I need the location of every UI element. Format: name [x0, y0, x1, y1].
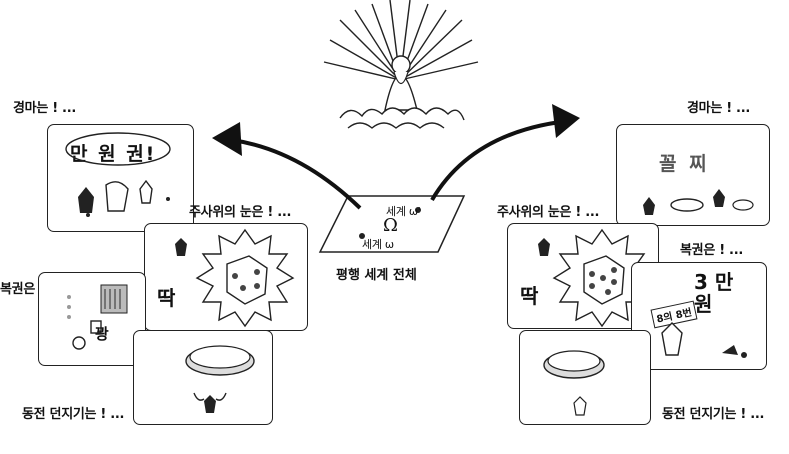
right-horse-label: 경마는 ! ... [687, 101, 750, 116]
right-lottery-drawing [661, 322, 747, 358]
right-horse-card: 꼴 찌 [616, 124, 770, 226]
right-coin-label: 동전 던지기는 ! ... [662, 407, 765, 422]
left-coin-drawing [185, 345, 255, 413]
right-horse-drawing [643, 189, 754, 215]
right-lottery-card: 3 만 원 8의 8번 [631, 262, 767, 370]
right-coin-card [519, 330, 651, 425]
left-dice-card: 딱 [144, 223, 308, 331]
left-horse-text: 만 원 권! [70, 143, 157, 165]
parallel-worlds-plane [318, 195, 466, 253]
sun-god-illustration [323, 0, 479, 129]
left-dice-drawing [175, 228, 295, 328]
right-lottery-text: 3 만 원 [694, 270, 734, 316]
left-lottery-card: 꽝 [38, 272, 146, 366]
left-dice-text: 딱 [157, 286, 176, 310]
parallel-worlds-caption: 평행 세계 전체 [336, 268, 417, 283]
left-horse-card: 만 원 권! [47, 124, 194, 232]
left-coin-label: 동전 던지기는 ! ... [22, 407, 125, 422]
right-coin-drawing [543, 350, 605, 416]
right-horse-text: 꼴 찌 [659, 153, 710, 175]
left-lottery-drawing [67, 284, 128, 350]
right-dice-label: 주사위의 눈은 ! ... [497, 205, 600, 220]
right-lottery-label: 복권은 ! ... [680, 243, 743, 258]
right-dice-drawing [538, 228, 652, 328]
left-dice-label: 주사위의 눈은 ! ... [189, 205, 292, 220]
world-omega-label: 세계 ω [362, 238, 394, 251]
left-coin-card [133, 330, 273, 425]
left-horse-drawing [65, 132, 171, 217]
right-dice-text: 딱 [520, 284, 539, 308]
world-omega-prime-label: 세계 ω' [386, 205, 421, 218]
left-horse-label: 경마는 ! ... [13, 101, 76, 116]
omega-symbol: Ω [383, 215, 398, 236]
left-lottery-text: 꽝 [95, 325, 109, 343]
